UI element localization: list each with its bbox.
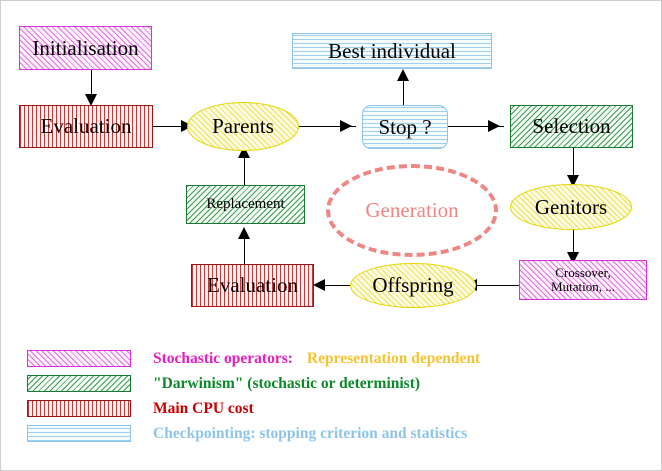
node-genitors-label: Genitors bbox=[534, 194, 608, 219]
edge-stop-to-selection bbox=[448, 120, 511, 133]
legend-label-extra: Representation dependent bbox=[306, 349, 481, 367]
legend-label-text: "Darwinism" (stochastic or determinist) bbox=[153, 374, 421, 392]
node-stop-label: Stop ? bbox=[378, 114, 432, 139]
node-evaluation-bottom-label: Evaluation bbox=[207, 273, 298, 298]
legend-label-text: Main CPU cost bbox=[153, 399, 254, 417]
edge-line bbox=[244, 149, 245, 187]
edge-line bbox=[153, 126, 195, 127]
node-offspring-label: Offspring bbox=[372, 273, 454, 298]
legend-label-darwinism: "Darwinism" (stochastic or determinist) bbox=[153, 375, 420, 393]
edge-line bbox=[244, 230, 245, 267]
legend: Stochastic operators: Representation depe… bbox=[27, 346, 480, 446]
edge-line bbox=[298, 126, 356, 127]
node-crossover-line1: Crossover, bbox=[555, 265, 611, 281]
node-crossover-mutation[interactable]: Crossover, Mutation, ... bbox=[519, 260, 647, 300]
node-parents-label: Parents bbox=[212, 114, 274, 139]
generation-label: Generation bbox=[365, 198, 459, 222]
edge-replacement-to-parents bbox=[238, 146, 251, 187]
node-offspring[interactable]: Offspring bbox=[350, 263, 476, 308]
edge-initialisation-to-evaluation bbox=[85, 69, 98, 108]
arrowhead-right-icon bbox=[340, 120, 352, 132]
node-replacement-label: Replacement bbox=[206, 195, 285, 212]
edge-line bbox=[448, 126, 504, 127]
node-evaluation-bottom[interactable]: Evaluation bbox=[191, 264, 314, 307]
edge-line bbox=[325, 285, 365, 286]
node-initialisation[interactable]: Initialisation bbox=[19, 26, 152, 70]
legend-label-text: Checkpointing: stopping criterion and st… bbox=[153, 424, 468, 442]
node-selection[interactable]: Selection bbox=[510, 105, 633, 148]
edge-line bbox=[91, 69, 92, 100]
legend-row: Checkpointing: stopping criterion and st… bbox=[27, 421, 480, 446]
legend-row: "Darwinism" (stochastic or determinist) bbox=[27, 371, 480, 396]
legend-label-cpu-cost: Main CPU cost bbox=[153, 400, 254, 418]
edge-line bbox=[403, 72, 404, 109]
arrowhead-left-icon bbox=[313, 279, 325, 291]
legend-label-text: Stochastic operators: bbox=[153, 349, 293, 367]
node-initialisation-label: Initialisation bbox=[32, 35, 139, 60]
edge-line bbox=[573, 148, 574, 182]
legend-row: Main CPU cost bbox=[27, 396, 480, 421]
node-replacement[interactable]: Replacement bbox=[186, 185, 305, 224]
node-best-individual-label: Best individual bbox=[328, 38, 456, 63]
legend-label-checkpointing: Checkpointing: stopping criterion and st… bbox=[153, 425, 467, 443]
legend-swatch-blue-horizontal-hatch bbox=[27, 425, 131, 442]
edge-parents-to-stop bbox=[298, 120, 363, 133]
node-stop[interactable]: Stop ? bbox=[362, 105, 448, 149]
node-selection-label: Selection bbox=[532, 114, 611, 139]
legend-label-stochastic: Stochastic operators: Representation depe… bbox=[153, 350, 480, 368]
generation-region: Generation bbox=[326, 164, 498, 257]
edge-offspring-to-evaluation bbox=[313, 279, 365, 292]
arrowhead-right-icon bbox=[488, 120, 500, 132]
legend-row: Stochastic operators: Representation depe… bbox=[27, 346, 480, 371]
node-best-individual[interactable]: Best individual bbox=[292, 33, 492, 69]
node-genitors[interactable]: Genitors bbox=[510, 184, 632, 230]
edge-line bbox=[477, 285, 521, 286]
legend-swatch-magenta-diagonal-hatch bbox=[27, 350, 131, 367]
arrowhead-up-icon bbox=[238, 227, 250, 239]
node-crossover-line2: Mutation, ... bbox=[551, 279, 615, 294]
edge-line bbox=[573, 229, 574, 259]
arrowhead-up-icon bbox=[397, 69, 409, 81]
node-evaluation-top[interactable]: Evaluation bbox=[19, 105, 153, 148]
edge-evaluation-to-replacement bbox=[238, 227, 251, 267]
legend-swatch-green-diagonal-hatch bbox=[27, 375, 131, 392]
node-evaluation-top-label: Evaluation bbox=[40, 114, 132, 139]
legend-swatch-red-vertical-hatch bbox=[27, 400, 131, 417]
edge-stop-to-best-individual bbox=[397, 69, 410, 109]
arrowhead-down-icon bbox=[85, 94, 97, 106]
node-parents[interactable]: Parents bbox=[187, 102, 299, 151]
